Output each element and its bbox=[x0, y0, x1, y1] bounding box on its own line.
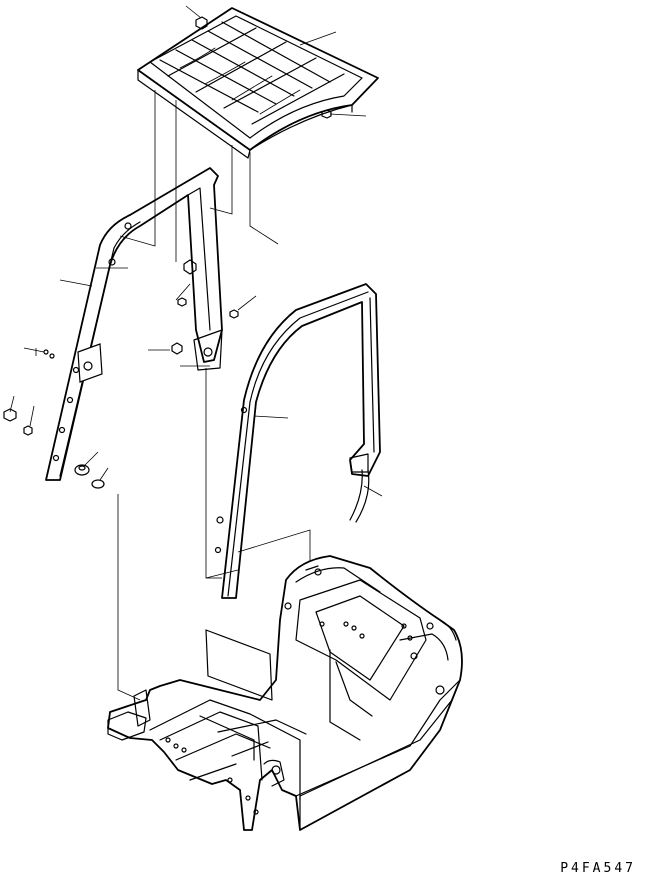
rear-pillar-frame bbox=[3, 167, 257, 489]
assembly-lines bbox=[117, 90, 311, 701]
front-pillar-frame bbox=[214, 283, 383, 599]
drawing-code: P4FA547 bbox=[560, 861, 636, 876]
floor-base bbox=[107, 555, 463, 831]
canopy-roof bbox=[137, 5, 379, 159]
